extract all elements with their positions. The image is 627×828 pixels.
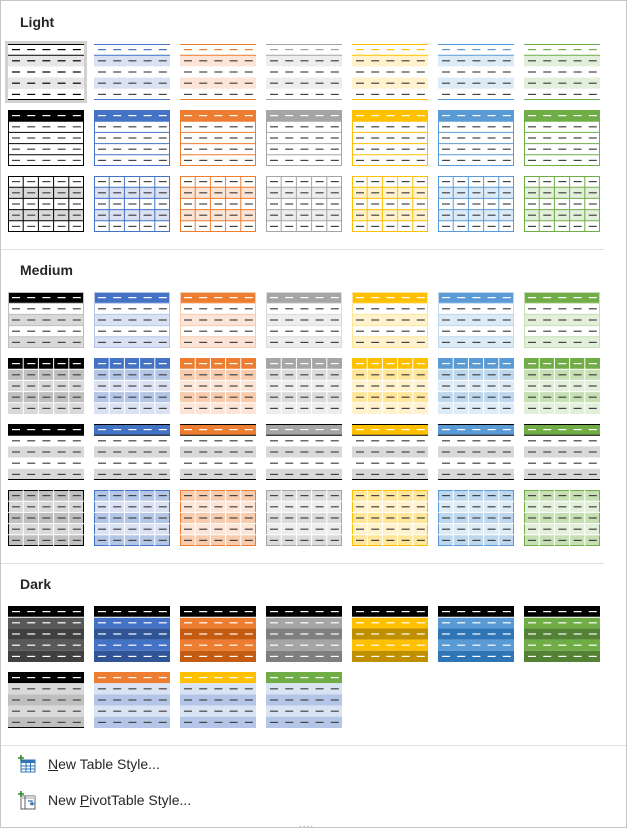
table-style-medium-3[interactable] [179, 291, 257, 349]
table-style-medium-2[interactable] [93, 291, 171, 349]
table-style-light-5[interactable] [351, 43, 429, 101]
table-style-light-15[interactable] [7, 175, 85, 233]
table-style-light-10[interactable] [179, 109, 257, 167]
section-title-dark: Dark [20, 576, 52, 592]
table-style-medium-14[interactable] [523, 357, 601, 415]
table-style-light-4[interactable] [265, 43, 343, 101]
table-style-dark-5[interactable] [351, 605, 429, 663]
table-style-medium-26[interactable] [351, 489, 429, 547]
section-divider [1, 249, 604, 250]
table-style-medium-21[interactable] [523, 423, 601, 481]
table-style-medium-24[interactable] [179, 489, 257, 547]
table-style-dark-2[interactable] [93, 605, 171, 663]
table-style-light-3[interactable] [179, 43, 257, 101]
table-style-medium-4[interactable] [265, 291, 343, 349]
menu-divider [1, 745, 626, 746]
table-style-medium-8[interactable] [7, 357, 85, 415]
table-style-medium-17[interactable] [179, 423, 257, 481]
table-style-medium-20[interactable] [437, 423, 515, 481]
table-style-dark-4[interactable] [265, 605, 343, 663]
table-style-medium-7[interactable] [523, 291, 601, 349]
table-style-light-18[interactable] [265, 175, 343, 233]
new-pivottable-style-label: New PivotTable Style... [48, 792, 192, 808]
table-style-light-21[interactable] [523, 175, 601, 233]
table-style-medium-15[interactable] [7, 423, 85, 481]
new-table-style-menu-item[interactable]: New Table Style... [1, 749, 626, 779]
table-style-medium-10[interactable] [179, 357, 257, 415]
new-table-style-icon [17, 755, 37, 775]
table-style-medium-5[interactable] [351, 291, 429, 349]
table-style-light-9[interactable] [93, 109, 171, 167]
table-style-light-20[interactable] [437, 175, 515, 233]
table-style-medium-19[interactable] [351, 423, 429, 481]
table-style-dark-11[interactable] [265, 671, 343, 729]
table-style-medium-12[interactable] [351, 357, 429, 415]
table-style-light-19[interactable] [351, 175, 429, 233]
table-style-medium-13[interactable] [437, 357, 515, 415]
table-style-light-13[interactable] [437, 109, 515, 167]
table-style-medium-25[interactable] [265, 489, 343, 547]
table-style-dark-7[interactable] [523, 605, 601, 663]
table-style-medium-22[interactable] [7, 489, 85, 547]
table-style-medium-6[interactable] [437, 291, 515, 349]
new-pivottable-style-icon [17, 791, 37, 811]
table-style-light-11[interactable] [265, 109, 343, 167]
table-style-dark-10[interactable] [179, 671, 257, 729]
new-table-style-label: New Table Style... [48, 756, 160, 772]
table-style-dark-9[interactable] [93, 671, 171, 729]
resize-grip[interactable]: .... [299, 819, 315, 828]
table-style-dark-6[interactable] [437, 605, 515, 663]
table-style-light-8[interactable] [7, 109, 85, 167]
table-style-dark-1[interactable] [7, 605, 85, 663]
table-style-light-14[interactable] [523, 109, 601, 167]
table-style-light-17[interactable] [179, 175, 257, 233]
table-style-light-16[interactable] [93, 175, 171, 233]
table-style-light-6[interactable] [437, 43, 515, 101]
table-style-medium-1[interactable] [7, 291, 85, 349]
new-pivottable-style-menu-item[interactable]: New PivotTable Style... [1, 785, 626, 815]
table-style-dark-3[interactable] [179, 605, 257, 663]
table-style-medium-11[interactable] [265, 357, 343, 415]
table-style-medium-23[interactable] [93, 489, 171, 547]
table-style-light-12[interactable] [351, 109, 429, 167]
table-style-medium-27[interactable] [437, 489, 515, 547]
table-style-medium-9[interactable] [93, 357, 171, 415]
table-style-light-7[interactable] [523, 43, 601, 101]
section-title-medium: Medium [20, 262, 73, 278]
section-title-light: Light [20, 14, 55, 30]
section-divider [1, 563, 604, 564]
table-style-light-2[interactable] [93, 43, 171, 101]
table-style-medium-18[interactable] [265, 423, 343, 481]
table-style-medium-28[interactable] [523, 489, 601, 547]
table-style-light-1[interactable] [5, 41, 87, 103]
table-style-medium-16[interactable] [93, 423, 171, 481]
table-style-dark-8[interactable] [7, 671, 85, 729]
